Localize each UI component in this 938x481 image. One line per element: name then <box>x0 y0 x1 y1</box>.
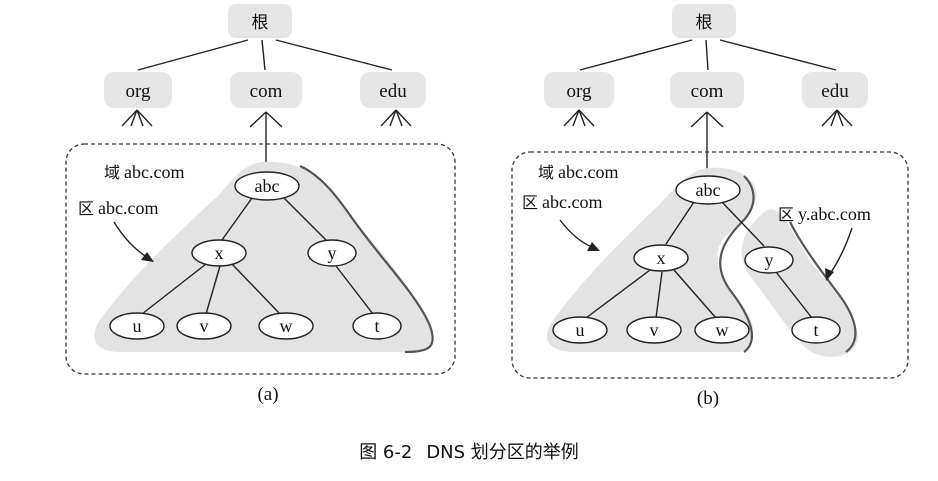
panel-a-caption: (a) <box>257 384 278 405</box>
node-w-a <box>258 312 314 340</box>
tld-edu-b: edu <box>821 81 849 102</box>
zone-arrowhead-b1 <box>587 242 600 251</box>
node-v-a-label: v <box>200 316 209 336</box>
node-abc-b <box>675 175 741 205</box>
node-abc-a <box>234 171 300 201</box>
node-y-a-label: y <box>328 243 337 263</box>
node-t-a <box>352 312 402 340</box>
node-t-a-label: t <box>374 316 379 336</box>
node-w-a-label: w <box>280 316 293 336</box>
node-y-b <box>744 246 794 274</box>
zone-arrow-b1 <box>559 219 595 249</box>
zone-arrow-b2 <box>829 227 853 275</box>
node-x-a <box>191 239 247 267</box>
root-node: 根 <box>252 13 269 33</box>
edu-shade-b <box>802 72 868 108</box>
node-y-b-label: y <box>765 250 774 270</box>
com-subtree-fan <box>249 111 283 170</box>
node-t-b <box>791 316 841 344</box>
com-subtree-fan-b <box>690 111 724 176</box>
edge-root-com-b <box>705 39 709 71</box>
zone-region-a <box>94 161 433 352</box>
domain-box-b <box>511 151 909 379</box>
tld-com: com <box>250 81 283 102</box>
zone-edge-a <box>299 164 434 354</box>
root-shade <box>228 4 292 38</box>
panel-b-caption: (b) <box>697 388 719 409</box>
tld-org: org <box>126 81 151 102</box>
edu-subtree-fan-b <box>821 109 853 127</box>
node-x-a-label: x <box>215 243 224 263</box>
tld-edu: edu <box>379 81 407 102</box>
zone-edge-b1 <box>719 175 755 353</box>
node-v-b-label: v <box>650 320 659 340</box>
tld-com-b: com <box>691 81 724 102</box>
zone-arrowhead-b2 <box>825 268 834 281</box>
node-u-b <box>552 316 608 344</box>
node-t-b-label: t <box>813 320 818 340</box>
domain-box-a <box>65 143 456 375</box>
node-y-a <box>307 239 357 267</box>
com-shade-b <box>670 72 744 108</box>
panel-b: 根 org com edu <box>511 4 909 409</box>
edge-root-edu <box>275 39 393 71</box>
node-u-a-label: u <box>133 316 142 336</box>
org-shade-b <box>544 72 614 108</box>
root-node-b: 根 <box>696 13 713 33</box>
tree-edges-b <box>585 201 813 319</box>
node-abc-a-label: abc <box>255 176 280 196</box>
root-shade-b <box>672 4 736 38</box>
node-w-b <box>694 316 750 344</box>
org-subtree-fan-b <box>563 109 595 127</box>
node-v-a <box>176 312 232 340</box>
zone-edge-b2 <box>789 221 857 353</box>
panel-a: 根 org com edu <box>65 4 456 405</box>
edge-root-org <box>137 39 249 71</box>
node-x-b <box>633 244 689 272</box>
com-shade <box>230 72 302 108</box>
node-v-b <box>626 316 682 344</box>
zone-arrow-a <box>113 221 149 259</box>
node-w-b-label: w <box>716 320 729 340</box>
node-x-b-label: x <box>657 248 666 268</box>
edge-root-edu-b <box>719 39 837 71</box>
node-abc-b-label: abc <box>696 180 721 200</box>
zone-arrowhead-a <box>141 252 154 262</box>
edge-root-org-b <box>579 39 693 71</box>
edu-shade <box>360 72 426 108</box>
edge-root-com <box>261 39 266 71</box>
tld-org-b: org <box>567 81 592 102</box>
tree-edges-a <box>141 197 374 315</box>
org-shade <box>104 72 172 108</box>
org-subtree-fan <box>121 109 153 127</box>
edu-subtree-fan <box>380 109 412 127</box>
node-u-a <box>109 312 165 340</box>
node-u-b-label: u <box>576 320 585 340</box>
